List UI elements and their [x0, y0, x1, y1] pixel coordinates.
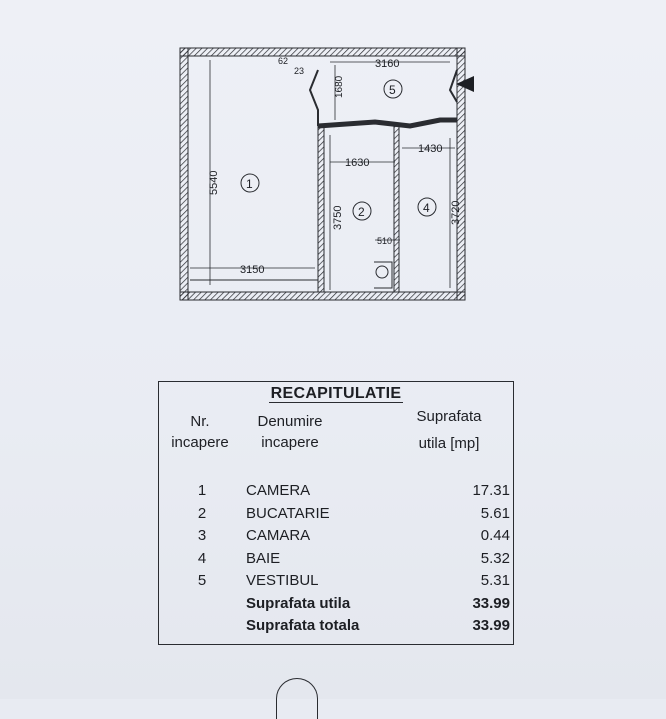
row-area: 5.31: [480, 572, 510, 589]
header-nr: Nr. incapere: [171, 413, 229, 451]
total-row-utila: Suprafata utila 33.99: [159, 595, 513, 618]
row-nr: 5: [197, 572, 207, 589]
outer-walls: [179, 47, 466, 301]
svg-text:1: 1: [246, 177, 253, 191]
recap-rows: 1 CAMERA 17.31 2 BUCATARIE 5.61 3 CAMARA…: [159, 482, 513, 640]
dim-3750: 3750: [332, 206, 344, 230]
room-marker-2: 2: [352, 201, 372, 221]
row-area: 5.61: [480, 504, 510, 522]
floor-plan-drawing: 3160 62 23 1680 5540 1630 1430 3750 3720…: [179, 47, 474, 301]
dim-62: 62: [278, 56, 288, 66]
row-area: 5.32: [480, 549, 510, 567]
dim-1630: 1630: [345, 157, 369, 169]
header-suprafata: Suprafata utila [mp]: [416, 408, 482, 452]
dimension-lines: [190, 60, 455, 290]
row-nr: 4: [197, 549, 207, 567]
total-row-totala: Suprafata totala 33.99: [159, 617, 513, 640]
row-area: 17.31: [472, 482, 510, 499]
room-marker-1: 1: [240, 173, 260, 193]
dim-510: 510: [377, 236, 392, 246]
dim-1680: 1680: [334, 75, 345, 98]
table-row: 5 VESTIBUL 5.31: [159, 572, 513, 595]
row-name: BUCATARIE: [246, 504, 330, 522]
dim-3150: 3150: [240, 264, 264, 276]
dim-3720: 3720: [450, 201, 462, 225]
inner-walls: [190, 69, 458, 293]
dim-23: 23: [294, 66, 304, 76]
row-nr: 3: [197, 527, 207, 544]
room-marker-5: 5: [383, 79, 403, 99]
row-nr: 1: [197, 482, 207, 499]
row-name: BAIE: [246, 549, 281, 567]
total-value: 33.99: [472, 594, 510, 612]
floor-plan: 3160 62 23 1680 5540 1630 1430 3750 3720…: [170, 40, 480, 310]
table-row: 1 CAMERA 17.31: [159, 482, 513, 505]
table-row: 2 BUCATARIE 5.61: [159, 505, 513, 528]
total-value: 33.99: [472, 617, 510, 634]
entrance-arrow-icon: [456, 76, 474, 92]
table-row: 4 BAIE 5.32: [159, 550, 513, 573]
total-label: Suprafata totala: [246, 617, 360, 634]
room-marker-4: 4: [417, 197, 437, 217]
pantry-symbol: [374, 261, 393, 289]
svg-text:5: 5: [389, 83, 396, 97]
row-area: 0.44: [480, 527, 510, 544]
header-denumire: Denumire incapere: [257, 413, 323, 451]
svg-text:4: 4: [423, 201, 430, 215]
total-label: Suprafata utila: [246, 594, 351, 612]
dim-1430: 1430: [418, 143, 442, 155]
row-name: CAMERA: [246, 482, 311, 499]
dim-3160: 3160: [375, 58, 399, 70]
recap-table: RECAPITULATIE Nr. incapere Denumire inca…: [158, 381, 514, 645]
row-name: CAMARA: [246, 527, 311, 544]
recap-title: RECAPITULATIE: [268, 385, 404, 403]
dim-5540: 5540: [208, 171, 220, 195]
row-nr: 2: [197, 504, 207, 522]
table-row: 3 CAMARA 0.44: [159, 527, 513, 550]
row-name: VESTIBUL: [246, 572, 319, 589]
svg-text:2: 2: [358, 205, 365, 219]
